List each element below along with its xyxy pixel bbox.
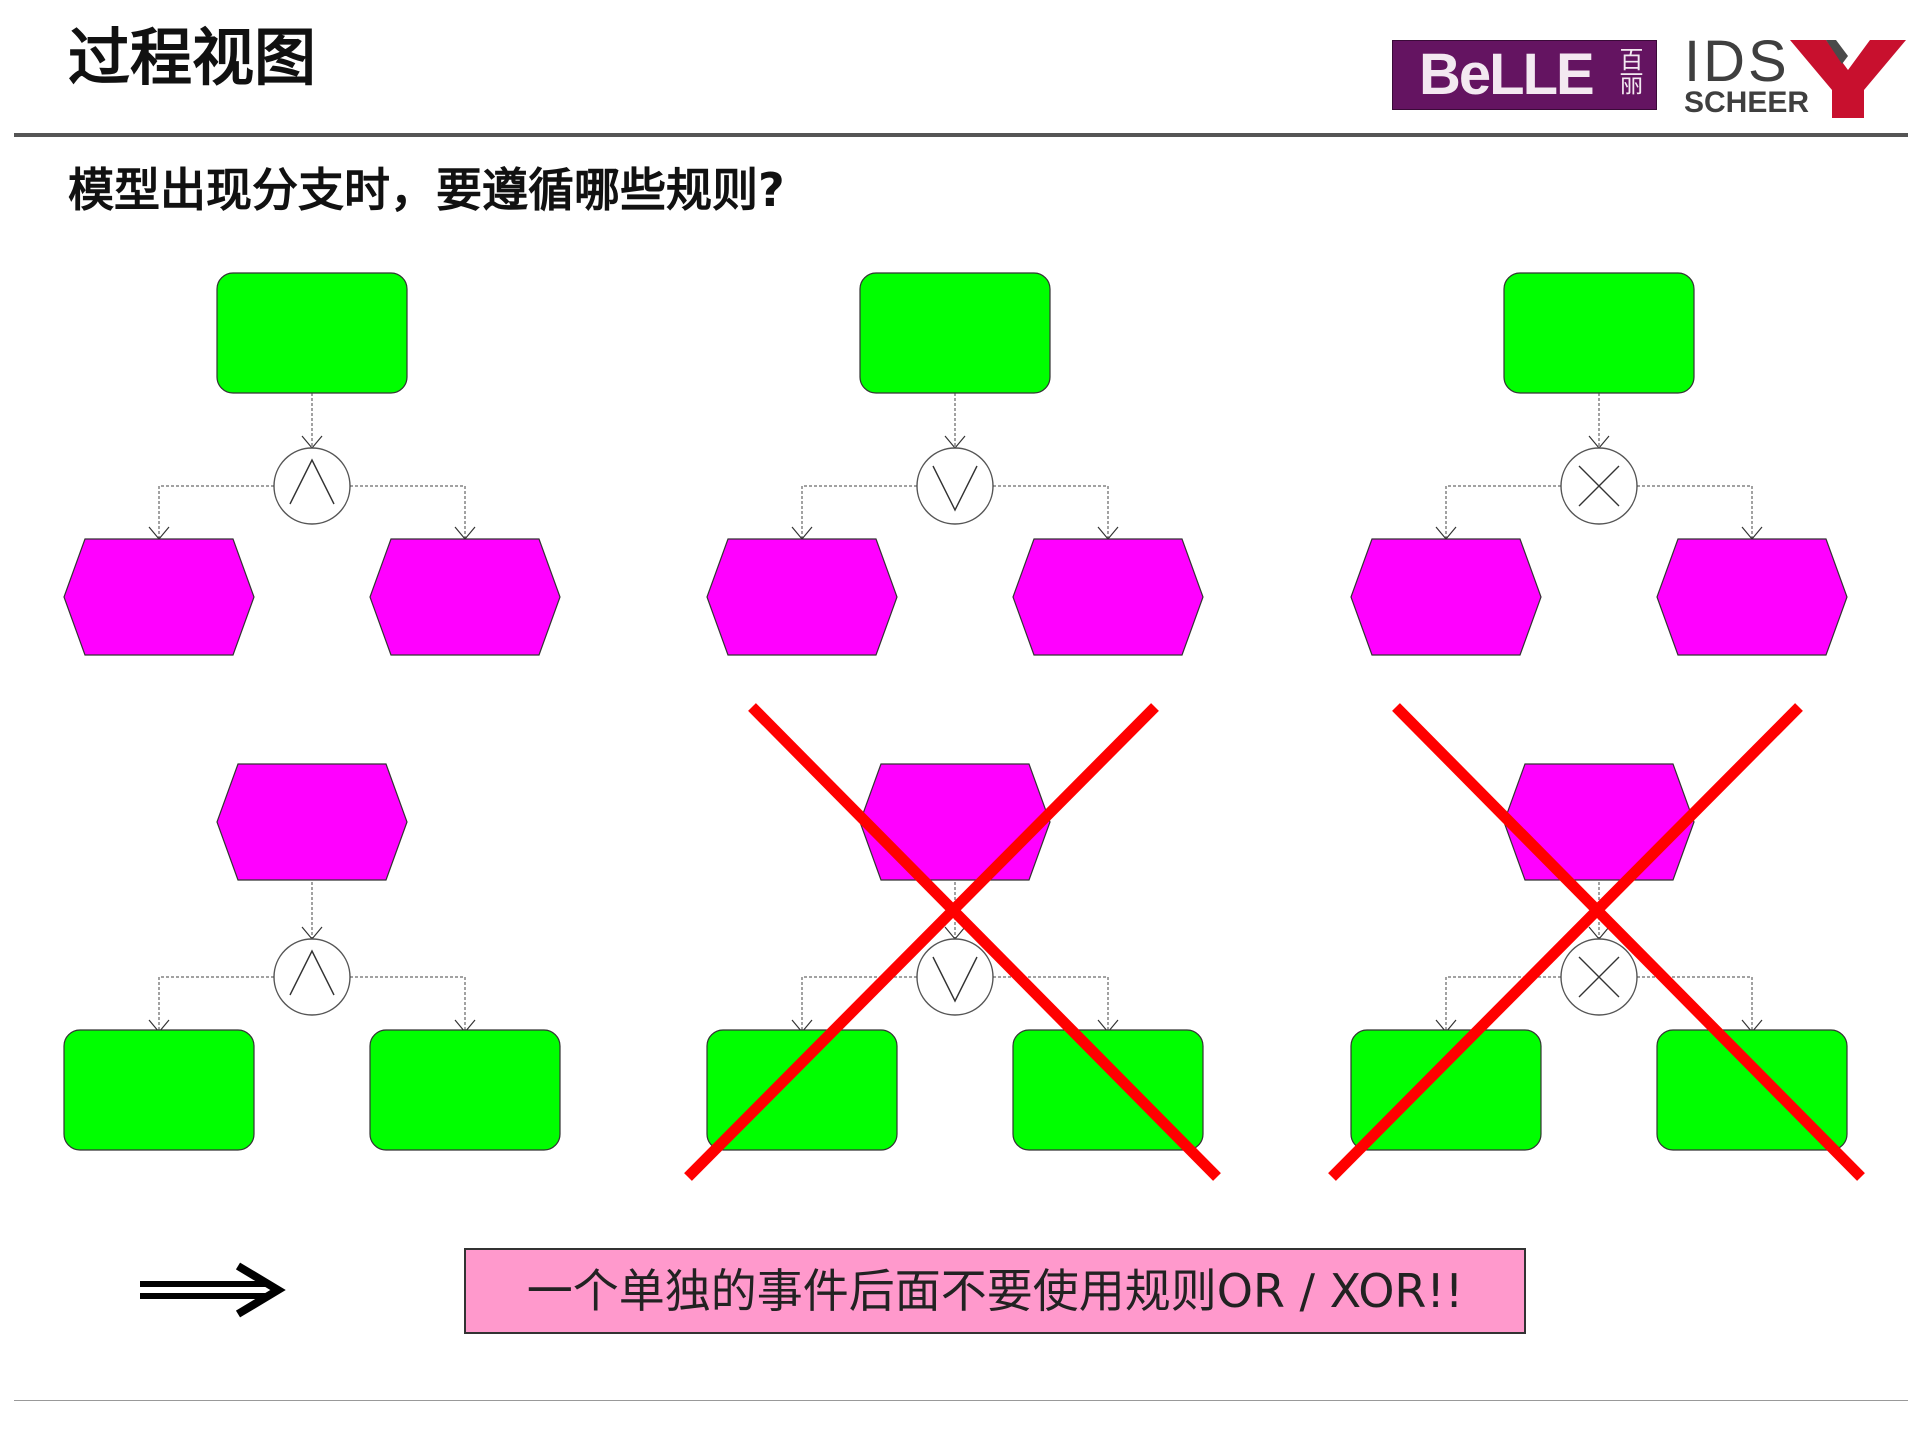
diagram-4-target-right-function: [369, 1029, 561, 1151]
ids-scheer-y-mark-icon: [1790, 40, 1906, 118]
diagram-5-cross-stroke-a: [748, 703, 1221, 1181]
rule-callout: 一个单独的事件后面不要使用规则OR / XOR!!: [464, 1248, 1526, 1334]
ids-scheer-logo: IDS SCHEER: [1682, 32, 1912, 122]
slide-subtitle: 模型出现分支时，要遵循哪些规则?: [68, 163, 785, 217]
diagram-6-source-event: [1503, 763, 1695, 881]
ids-logo-text: IDS: [1684, 29, 1790, 94]
diagram-5-or-symbol-icon: [932, 956, 978, 1003]
belle-logo: BeLLE 百丽: [1392, 40, 1657, 110]
belle-logo-word: BeLLE: [1419, 42, 1595, 107]
double-line-right-arrow-icon: [140, 1262, 286, 1318]
diagram-1-target-left-event: [63, 538, 255, 656]
diagram-2-target-right-event: [1012, 538, 1204, 656]
slide-title: 过程视图: [68, 21, 317, 94]
diagram-6-cross-stroke-a: [1392, 703, 1865, 1181]
diagram-5-target-left-function: [706, 1029, 898, 1151]
diagram-2-or-symbol-icon: [932, 465, 978, 512]
diagram-4-target-left-function: [63, 1029, 255, 1151]
header-divider: [14, 133, 1908, 137]
diagram-6-cross-stroke-b: [1328, 703, 1803, 1181]
diagram-4-source-event: [216, 763, 408, 881]
diagram-2-or-connector: [916, 447, 994, 525]
diagram-4-and-symbol-icon: [289, 949, 335, 996]
diagram-5-source-event: [859, 763, 1051, 881]
diagram-5-cross-stroke-b: [684, 703, 1159, 1181]
diagram-3-target-left-event: [1350, 538, 1542, 656]
diagram-1-and-symbol-icon: [289, 458, 335, 505]
diagram-2-target-left-event: [706, 538, 898, 656]
diagram-6-xor-symbol-icon: [1578, 956, 1620, 998]
diagram-1-target-right-event: [369, 538, 561, 656]
scheer-logo-text: SCHEER: [1684, 86, 1810, 119]
footer-divider: [14, 1400, 1908, 1401]
diagram-2-source-function: [859, 272, 1051, 394]
belle-logo-chinese: 百丽: [1615, 47, 1643, 95]
diagram-5-or-connector: [916, 938, 994, 1016]
diagram-3-xor-symbol-icon: [1578, 465, 1620, 507]
diagram-6-target-left-function: [1350, 1029, 1542, 1151]
diagram-1-source-function: [216, 272, 408, 394]
diagram-3-source-function: [1503, 272, 1695, 394]
diagram-3-target-right-event: [1656, 538, 1848, 656]
